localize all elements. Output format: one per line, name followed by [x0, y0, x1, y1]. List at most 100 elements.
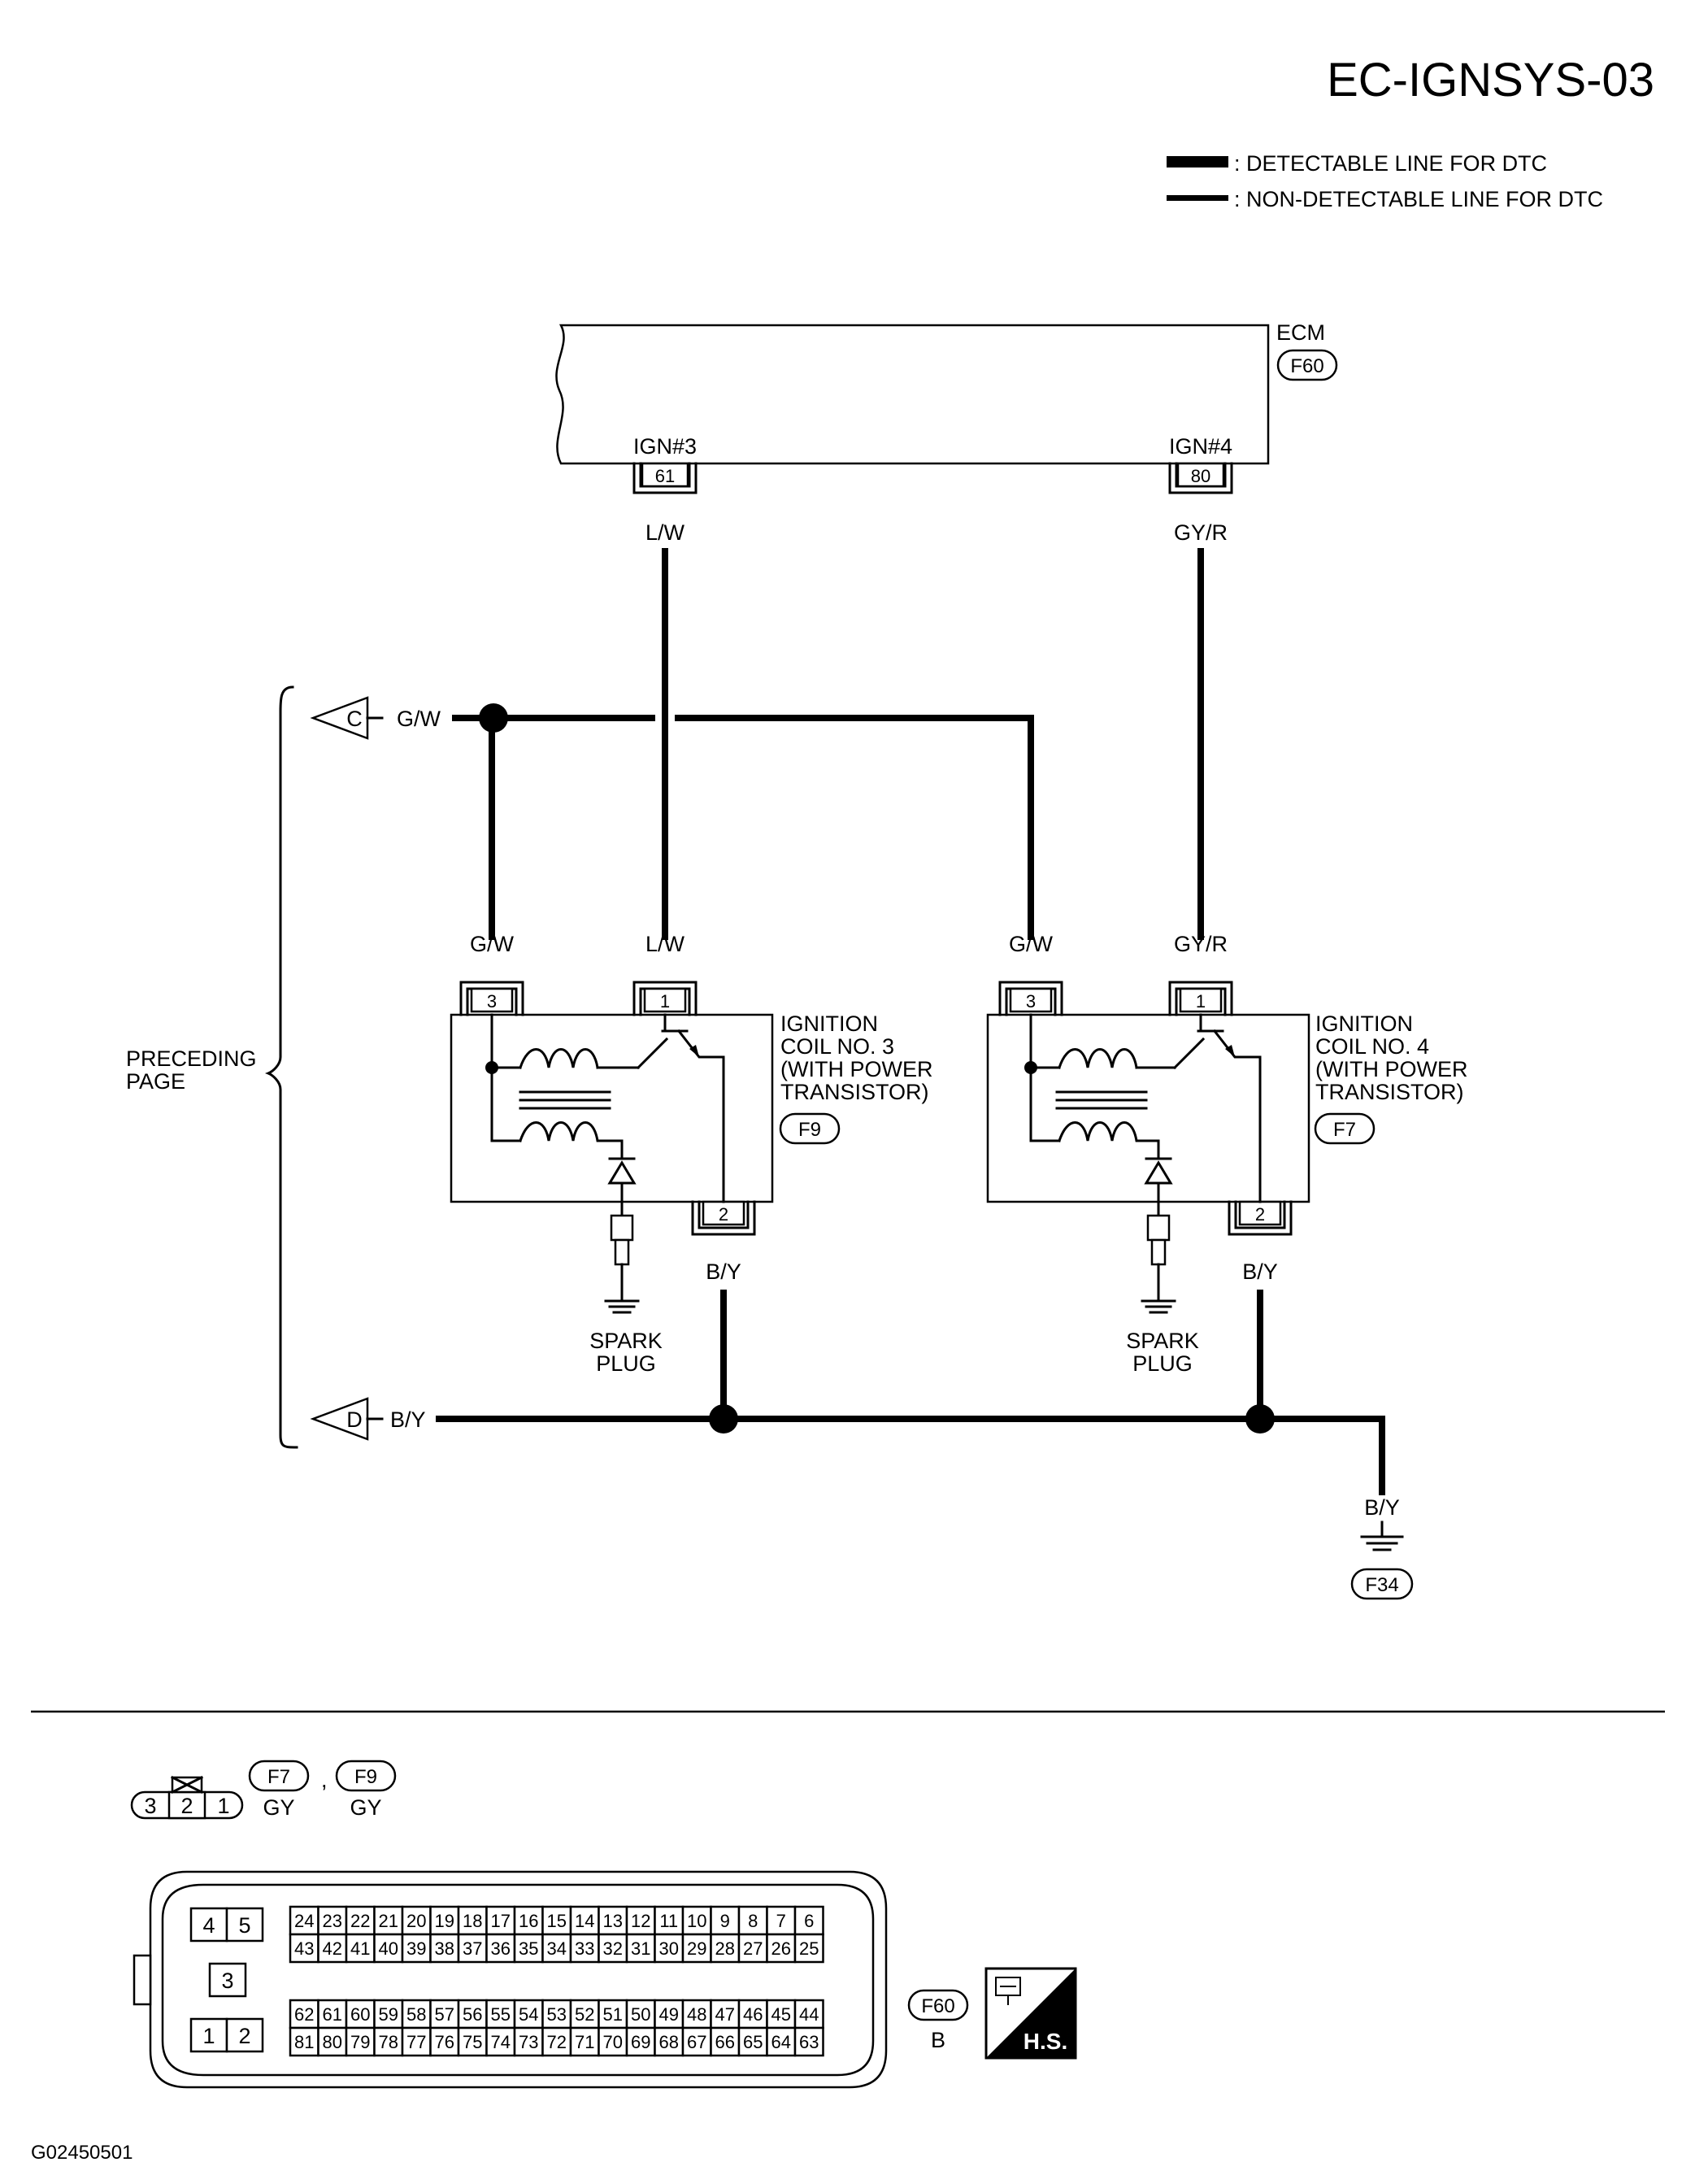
ecm-grid-pin-number: 30: [659, 1938, 679, 1959]
ecm-grid-pin-cell: [654, 2026, 685, 2057]
coil3-emitter-arrow: [689, 1045, 699, 1057]
ecm-view-ref-badge: [907, 1989, 969, 2021]
small-color-f7: GY: [263, 1795, 294, 1820]
spark-plug-3-icon: [604, 1214, 640, 1314]
ignition-coil-3: G/W L/W 3 1 2: [450, 932, 932, 1376]
coil4-primary-winding: [1058, 1048, 1176, 1069]
ecm-grid-pin-number: 78: [379, 2032, 398, 2052]
ecm-grid-pin-number: 8: [748, 1911, 758, 1931]
coil4-wire-p3: G/W: [1009, 932, 1054, 956]
ecm-grid-pin-number: 38: [435, 1938, 454, 1959]
coil4-emitter-lead: [1212, 1029, 1262, 1203]
ecm-grid-pin-cell: [681, 2026, 712, 2057]
ecm-connector-key: [133, 1954, 152, 2006]
coil3-name-line1: IGNITION: [780, 1012, 878, 1036]
ecm-grid-pin-number: 43: [294, 1938, 314, 1959]
coil3-secondary-winding: [519, 1121, 624, 1160]
ecm-grid-pin-number: 31: [631, 1938, 650, 1959]
ecm-grid-pin-number: 69: [631, 2032, 650, 2052]
small-ref-separator: ,: [321, 1768, 328, 1792]
spark-plug-4-icon: [1141, 1214, 1176, 1314]
ecm-grid-pin-number: 39: [406, 1938, 426, 1959]
ecm-grid-pin-number: 72: [547, 2032, 567, 2052]
ecm-grid-pin-number: 10: [687, 1911, 706, 1931]
spark-plug-3-label-line1: SPARK: [589, 1329, 663, 1353]
coil4-junction: [1024, 1061, 1037, 1074]
ecm-grid-pin-cell: [541, 2026, 572, 2057]
ecm-view-ref: F60: [921, 1995, 954, 2017]
line-legend: : DETECTABLE LINE FOR DTC : NON-DETECTAB…: [1167, 151, 1603, 211]
ecm-grid-pin-cell: [401, 1905, 432, 1936]
ecm-grid-pin-number: 16: [519, 1911, 538, 1931]
ecm-grid-pin-number: 25: [799, 1938, 819, 1959]
ecm-grid-pin-number: 54: [519, 2004, 538, 2025]
link-letter-d: D: [346, 1407, 363, 1432]
coil4-name-line2: COIL NO. 4: [1315, 1034, 1429, 1059]
ecm-grid-pin-number: 27: [743, 1938, 763, 1959]
ecm-grid-pin-number: 15: [547, 1911, 567, 1931]
wire-gw-to-coil4: [675, 715, 1034, 940]
ecm-grid-pin-number: 80: [323, 2032, 342, 2052]
figure-id: G02450501: [31, 2142, 133, 2164]
preceding-page-label-line2: PAGE: [126, 1069, 185, 1094]
ecm-grid-pin-number: 32: [603, 1938, 623, 1959]
ecm-grid-pin-number: 63: [799, 2032, 819, 2052]
non-detectable-line-swatch: [1167, 195, 1228, 201]
ecm-grid-pin-number: 68: [659, 2032, 679, 2052]
coil3-connector-badge: [779, 1112, 841, 1145]
ecm-grid-pin-number: 18: [463, 1911, 482, 1931]
ground-icon: [1360, 1535, 1404, 1551]
ecm-grid-pin-cell: [793, 2026, 824, 2057]
coil3-pin2-housing: [691, 1200, 756, 1236]
ecm-grid-pin-number: 33: [575, 1938, 594, 1959]
coil3-box: [450, 1013, 774, 1203]
ecm-grid-pin-number: 48: [687, 2004, 706, 2025]
ecm-box: [555, 324, 1270, 465]
ecm-grid-pin-number: 6: [804, 1911, 814, 1931]
ground-f34: B/Y F34: [1350, 1495, 1414, 1600]
ecm-pin-61-box: [641, 462, 689, 488]
coil4-wire-p2: B/Y: [1242, 1259, 1278, 1284]
ecm-grid-pin-number: 24: [294, 1911, 314, 1931]
ecm-wire-gyr: GY/R: [1174, 520, 1228, 545]
ecm-grid-pin-number: 9: [720, 1911, 730, 1931]
detectable-legend-label: : DETECTABLE LINE FOR DTC: [1234, 151, 1547, 176]
ecm-grid-pin-cell: [401, 1999, 432, 2030]
coil4-wire-p1: GY/R: [1174, 932, 1228, 956]
ecm-grid-pin-number: 81: [294, 2032, 314, 2052]
ecm-grid-pin-number: 70: [603, 2032, 623, 2052]
coil4-pin1-box: [1179, 987, 1223, 1013]
spark-plug-4-label-line2: PLUG: [1132, 1351, 1193, 1376]
ecm-grid-pin-number: 64: [771, 2032, 791, 2052]
ecm-grid-pin-cell: [401, 1933, 432, 1964]
ecm-wire-lw: L/W: [645, 520, 685, 545]
ecm-grid-pin-number: 13: [603, 1911, 623, 1931]
coil3-wire-p1: L/W: [645, 932, 685, 956]
ecm-grid-pin-number: 59: [379, 2004, 398, 2025]
ecm-grid-pin-number: 23: [323, 1911, 342, 1931]
ecm-grid-pin-number: 20: [406, 1911, 426, 1931]
small-ref-f9: F9: [354, 1766, 377, 1788]
ecm-large-pin-5-box: [225, 1907, 264, 1943]
ecm-grid-pin-cell: [569, 1933, 600, 1964]
ecm-large-pin-5: 5: [238, 1913, 250, 1938]
ecm-grid-pin-number: 53: [547, 2004, 567, 2025]
ecm-grid-pin-cell: [681, 1905, 712, 1936]
ecm-grid-pin-number: 40: [379, 1938, 398, 1959]
coil4-secondary-winding: [1058, 1121, 1160, 1160]
ecm-large-pin-1-box: [189, 2017, 228, 2053]
ecm-grid-pin-cell: [793, 1933, 824, 1964]
small-connector-pin-2: 2: [180, 1794, 193, 1818]
junction-by-coil3: [709, 1404, 738, 1434]
ecm-grid-pin-cell: [710, 1905, 741, 1936]
coil3-pin3: 3: [487, 991, 497, 1012]
ecm-grid-pin-cell: [513, 2026, 544, 2057]
ecm-grid-pin-number: 79: [350, 2032, 370, 2052]
coil4-pin3-box: [1009, 987, 1053, 1013]
ecm-grid-pin-number: 29: [687, 1938, 706, 1959]
small-connector-latch-icon: [170, 1775, 204, 1795]
junction-gw: [479, 703, 508, 733]
non-detectable-legend-label: : NON-DETECTABLE LINE FOR DTC: [1234, 187, 1603, 211]
harness-side-icon: [984, 1967, 1077, 2060]
